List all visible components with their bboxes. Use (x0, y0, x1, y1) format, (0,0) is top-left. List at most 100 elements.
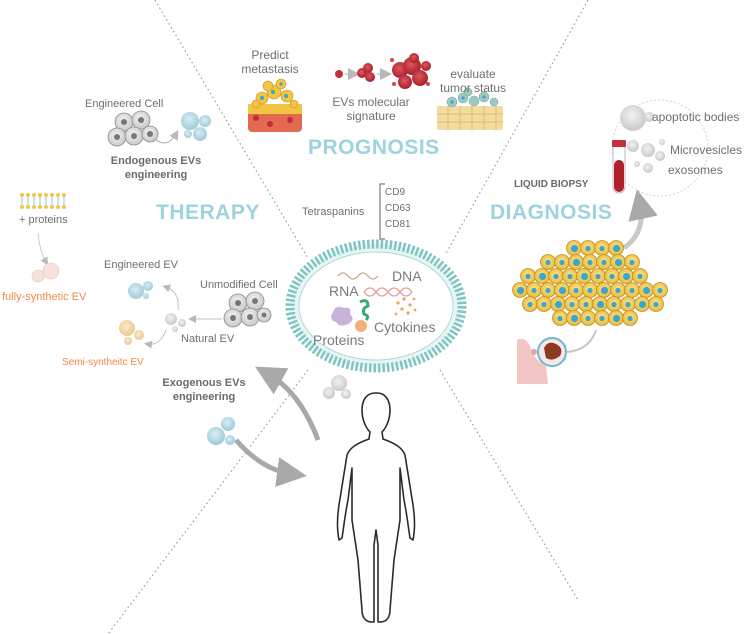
fully-synthetic-ev-label: fully-synthetic EV (2, 291, 87, 303)
tumor-nucleus (622, 272, 631, 281)
ev-signature-icon (335, 53, 431, 89)
tumor-nucleus (554, 300, 563, 309)
metastasis-line: metastasis (241, 62, 299, 76)
engineered-ev-label: Engineered EV (104, 259, 178, 271)
natural-ev-icon (165, 313, 186, 332)
tumor-nucleus (553, 273, 559, 280)
tumor-nucleus (587, 259, 593, 266)
tumor-nucleus (637, 273, 643, 280)
tumor-nucleus (627, 315, 633, 322)
protein-green-icon (359, 299, 370, 322)
semi-synthetic-ev-icon (119, 320, 144, 345)
endogenous-engineering-label: Endogenous EVs engineering (111, 154, 201, 182)
apoptotic-bodies-label: apoptotic bodies (652, 110, 740, 124)
natural-ev-label: Natural EV (181, 333, 235, 345)
tumor-nucleus (570, 314, 579, 323)
therapy-title: THERAPY (156, 201, 260, 224)
tumor-nucleus (545, 259, 551, 266)
tumor-nucleus (638, 300, 647, 309)
endogenous-arrow (155, 129, 179, 144)
central-extracellular-vesicle (285, 239, 467, 373)
exogenous-engineering-line: engineering (172, 391, 236, 403)
engineered-cell-icon (107, 110, 159, 147)
liquid-biopsy-label: LIQUID BIOPSY (514, 179, 589, 190)
tumor-nucleus (612, 244, 621, 253)
signature-line: signature (346, 109, 396, 123)
tumor-nucleus (595, 273, 601, 280)
tumor-nucleus (567, 273, 573, 280)
blood-tube-icon (612, 140, 626, 194)
exogenous-engineering-label: Exogenous EVs engineering (162, 376, 245, 404)
evaluate-line: evaluate (450, 67, 496, 81)
tumor-nucleus (653, 301, 659, 308)
tumor-nucleus (585, 315, 591, 322)
tumor-nucleus (541, 301, 547, 308)
tumor-nucleus (629, 259, 635, 266)
exogenous-loop (207, 366, 351, 487)
tumor-nucleus (557, 315, 563, 322)
marker-cd63: CD63 (385, 203, 411, 214)
tumor-nucleus (531, 287, 537, 294)
tetraspanins-label: Tetraspanins (302, 206, 365, 218)
breast-tissue-icon (517, 337, 567, 384)
tumor-nucleus (599, 315, 605, 322)
natural-to-engineered-arrow (162, 284, 179, 311)
endogenous-line: Endogenous EVs (110, 155, 202, 167)
unmodified-cell-icon (223, 291, 272, 328)
marker-cd81: CD81 (385, 219, 411, 230)
microvesicles-label: Microvesicles (670, 143, 743, 157)
engineered-cell-label: Engineered Cell (85, 98, 164, 110)
tumor-nucleus (611, 301, 617, 308)
rna-strand-icon (337, 272, 379, 280)
tetraspanins-bracket (379, 183, 385, 240)
predict-metastasis-label: Predict metastasis (241, 48, 298, 76)
metastasis-tissue-icon (248, 78, 302, 132)
tumor-nucleus (587, 287, 593, 294)
tumor-nucleus (525, 273, 531, 280)
tumor-nucleus (615, 287, 621, 294)
tumor-nucleus (614, 258, 623, 267)
prognosis-title: PROGNOSIS (308, 136, 440, 159)
marker-cd9: CD9 (385, 187, 406, 198)
engineered-ev-icon (128, 281, 153, 299)
tumor-nucleus (527, 301, 533, 308)
tumor-nucleus (569, 301, 575, 308)
tumor-nucleus (558, 286, 567, 295)
predict-line: Predict (251, 48, 289, 62)
tumor-nucleus (585, 245, 591, 252)
tumor-nucleus (600, 286, 609, 295)
tumor-nucleus (596, 300, 605, 309)
tumor-nucleus (573, 287, 579, 294)
exosomes-label: exosomes (668, 163, 723, 177)
tumor-nucleus (612, 314, 621, 323)
endogenous-engineering-line: engineering (124, 169, 188, 181)
rna-label: RNA (329, 283, 359, 299)
human-body-silhouette (336, 392, 416, 623)
proteins-arrow (37, 232, 49, 266)
plus-proteins-label: + proteins (19, 214, 68, 226)
engineered-vesicles-icon (181, 112, 211, 141)
tumor-nucleus (583, 301, 589, 308)
tumor-nucleus (642, 286, 651, 295)
tumor-nucleus (599, 245, 605, 252)
unmodified-cell-label: Unmodified Cell (200, 279, 278, 291)
diagnosis-title: DIAGNOSIS (490, 201, 613, 224)
tumor-nucleus (580, 272, 589, 281)
tumor-status-label: evaluate tumor status (440, 67, 506, 95)
tumor-to-ev-arrow (622, 189, 658, 251)
semi-synthetic-ev-label: Semi-syntheitc EV (62, 357, 144, 368)
tumor-nucleus (538, 272, 547, 281)
protein-orange-icon (355, 320, 367, 332)
tumor-status-line: tumor status (439, 81, 507, 95)
fully-synthetic-vesicles-icon (31, 262, 60, 283)
protein-cluster-icon (331, 306, 353, 326)
cytokine-dots-icon (394, 297, 417, 316)
ev-types-cluster (611, 99, 709, 197)
tumor-nucleus (609, 273, 615, 280)
dna-helix-icon (363, 287, 413, 297)
ev-signature-label: EVs molecular signature (332, 95, 409, 123)
quadrant-dividers (107, 0, 589, 634)
exogenous-line: Exogenous EVs (162, 377, 246, 389)
tumor-nucleus (559, 259, 565, 266)
tumor-nucleus (570, 244, 579, 253)
